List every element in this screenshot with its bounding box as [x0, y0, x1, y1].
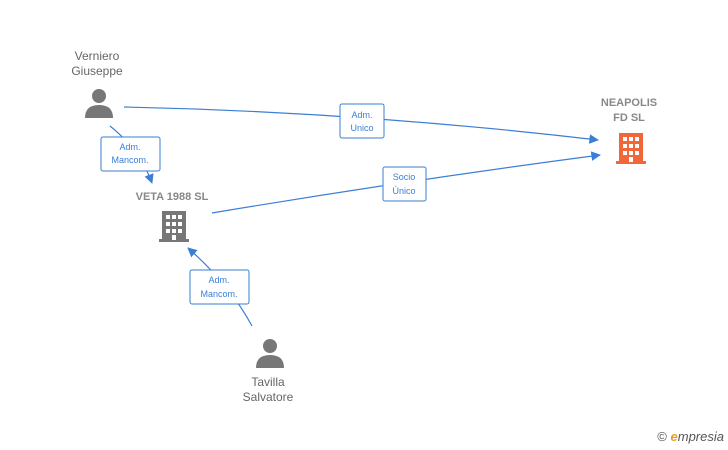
brand-logo-letter: e	[670, 429, 678, 444]
edge-label-line2: Mancom.	[200, 289, 237, 299]
edge-label-verniero-neapolis: Adm. Unico	[339, 103, 385, 139]
edge-label-line2: Único	[392, 186, 415, 196]
building-icon	[616, 133, 646, 164]
brand-name: mpresia	[677, 429, 724, 444]
node-label-line2: Salvatore	[243, 390, 294, 404]
node-label-line2: Giuseppe	[71, 64, 123, 78]
edge-label-line2: Unico	[350, 123, 373, 133]
person-icon	[85, 89, 113, 118]
person-icon	[256, 339, 284, 368]
node-label-line1: VETA 1988 SL	[136, 191, 209, 203]
node-veta-1988-sl[interactable]: VETA 1988 SL	[136, 191, 209, 242]
node-label-line1: Tavilla	[251, 375, 285, 389]
edge-label-line1: Adm.	[119, 142, 140, 152]
edge-label-line1: Socio	[393, 172, 416, 182]
building-icon	[159, 211, 189, 242]
node-label-line1: NEAPOLIS	[601, 97, 657, 109]
edge-label-line1: Adm.	[351, 110, 372, 120]
edge-label-line1: Adm.	[208, 275, 229, 285]
edge-label-tavilla-veta: Adm. Mancom.	[189, 269, 250, 305]
node-neapolis-fd-sl[interactable]: NEAPOLIS FD SL	[601, 97, 657, 164]
node-label-line1: Verniero	[75, 49, 120, 63]
copyright-symbol: ©	[657, 429, 667, 444]
node-label-line2: FD SL	[613, 112, 645, 124]
edge-label-veta-neapolis: Socio Único	[382, 166, 427, 202]
node-tavilla-salvatore[interactable]: Tavilla Salvatore	[243, 339, 294, 404]
edge-label-line2: Mancom.	[111, 155, 148, 165]
node-verniero-giuseppe[interactable]: Verniero Giuseppe	[71, 49, 123, 118]
edge-label-verniero-veta: Adm. Mancom.	[100, 136, 161, 172]
watermark: © empresia	[657, 429, 724, 444]
